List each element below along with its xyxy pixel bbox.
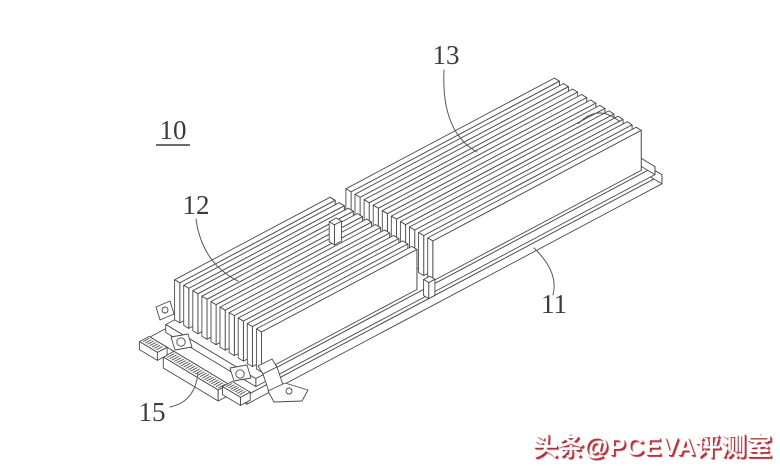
- line-art-shape: [210, 301, 217, 346]
- line-art-shape: [217, 383, 226, 389]
- ref-label-front-heatsink: 12: [183, 190, 210, 220]
- line-art-shape: [206, 376, 214, 382]
- line-art-shape: [171, 356, 180, 361]
- line-art-shape: [236, 389, 244, 394]
- line-art-shape: [204, 375, 212, 380]
- line-art-shape: [149, 342, 156, 347]
- leader-line-circuit-board: [533, 247, 555, 296]
- line-art-shape: [153, 344, 161, 349]
- line-art-shape: [178, 360, 187, 365]
- line-art-shape: [215, 382, 224, 387]
- line-art-shape: [577, 112, 621, 125]
- line-art-shape: [201, 374, 210, 379]
- line-art-shape: [174, 357, 182, 362]
- line-art-shape: [219, 306, 226, 351]
- line-art-shape: [328, 221, 335, 246]
- line-art-shape: [161, 306, 169, 314]
- line-art-shape: [183, 362, 191, 368]
- line-art-shape: [213, 381, 221, 386]
- reference-annotations: 10 12 13 11 15: [139, 40, 568, 427]
- line-art-shape: [151, 343, 159, 348]
- line-art-shape: [176, 337, 186, 347]
- line-art-shape: [183, 284, 190, 329]
- ref-label-circuit-board: 11: [541, 289, 567, 319]
- line-art-shape: [285, 387, 293, 395]
- line-art-shape: [199, 372, 207, 378]
- line-art-shape: [333, 220, 342, 246]
- ssd-heatsink-line-art: [138, 77, 663, 406]
- line-art-shape: [208, 378, 217, 383]
- line-art-shape: [246, 323, 253, 368]
- ref-label-overall: 10: [160, 115, 187, 145]
- line-art-shape: [240, 391, 251, 406]
- line-art-shape: [230, 385, 237, 390]
- line-art-shape: [156, 346, 163, 351]
- line-art-shape: [192, 290, 199, 335]
- line-art-shape: [228, 384, 235, 389]
- ref-label-rear-heatsink: 13: [433, 40, 460, 70]
- line-art-shape: [167, 353, 175, 358]
- line-art-shape: [185, 364, 194, 369]
- leader-line-rear-heatsink: [443, 69, 478, 153]
- line-art-shape: [210, 379, 219, 385]
- line-art-shape: [194, 369, 203, 375]
- line-art-shape: [418, 232, 425, 277]
- line-art-shape: [428, 278, 436, 300]
- line-art-shape: [228, 312, 235, 357]
- line-art-shape: [187, 365, 196, 371]
- line-art-shape: [197, 371, 205, 376]
- line-art-shape: [234, 388, 242, 393]
- line-art-shape: [427, 237, 434, 282]
- line-art-shape: [169, 354, 177, 360]
- line-art-shape: [174, 279, 181, 324]
- line-art-shape: [147, 340, 154, 345]
- line-art-shape: [225, 383, 233, 388]
- line-art-shape: [192, 368, 201, 374]
- line-art-shape: [237, 317, 244, 362]
- ref-label-edge-connector: 15: [139, 397, 166, 427]
- line-art-shape: [156, 346, 168, 361]
- line-art-shape: [144, 339, 152, 344]
- line-art-shape: [180, 361, 189, 367]
- line-art-shape: [423, 279, 430, 300]
- line-art-shape: [232, 387, 240, 392]
- watermark: 头条@PCEVA评测室: [532, 433, 772, 461]
- leader-line-edge-connector: [169, 372, 199, 408]
- line-art-shape: [142, 338, 150, 343]
- line-art-shape: [235, 369, 245, 379]
- line-art-shape: [190, 367, 198, 372]
- line-art-shape: [176, 358, 184, 364]
- line-art-shape: [201, 295, 208, 340]
- leader-line-front-heatsink: [195, 218, 239, 282]
- line-art-shape: [239, 391, 246, 396]
